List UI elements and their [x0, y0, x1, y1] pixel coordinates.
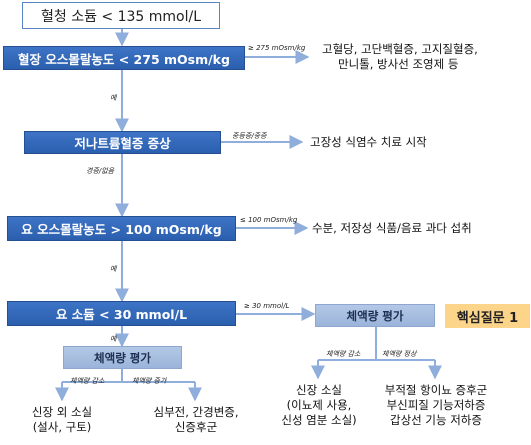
outcome-extrarenal-line-2: (설사, 구토): [32, 420, 92, 434]
outcome-excess-intake: 수분, 저장성 식품/음료 과다 섭취: [312, 221, 472, 235]
edge-label-osm-ge-275: ≥ 275 mOsm/kg: [248, 44, 306, 52]
outcome-renal-loss: 신장 소실 (이뇨제 사용, 신성 염분 소실): [268, 383, 370, 428]
outcome-edema-line-1: 심부전, 간경변증,: [153, 405, 239, 419]
node-urine-osmolality: 요 오스몰랄농도 > 100 mOsm/kg: [7, 216, 236, 241]
outcome-extrarenal-line-1: 신장 외 소실: [31, 405, 93, 419]
edge-label-na-ge-30: ≥ 30 mmol/L: [244, 302, 290, 310]
edge-label-volume-decrease-right: 체액량 감소: [326, 350, 361, 358]
outcome-siad-group: 부적절 항이뇨 증후군 부신피질 기능저하증 갑상선 기능 저하증: [376, 383, 496, 428]
outcome-hyperosmolar: 고혈당, 고단백혈증, 고지질혈증, 만니톨, 방사선 조영제 등: [322, 42, 522, 72]
node-symptoms: 저나트륨혈증 증상: [24, 131, 221, 154]
edge-label-volume-increase: 체액량 증가: [132, 377, 167, 385]
outcome-hyperosmolar-line-2: 만니톨, 방사선 조영제 등: [338, 57, 459, 71]
node-serum-sodium: 혈청 소듐 < 135 mmol/L: [22, 2, 220, 29]
outcome-renal-line-1: 신장 소실: [296, 383, 342, 397]
edge-label-osm-le-100: ≤ 100 mOsm/kg: [240, 216, 298, 224]
edge-label-volume-decrease-left: 체액량 감소: [70, 377, 105, 385]
node-volume-assessment-left: 체액량 평가: [63, 346, 182, 369]
edge-label-volume-normal: 체액량 정상: [382, 350, 417, 358]
node-plasma-osmolality: 혈장 오스몰랄농도 < 275 mOsm/kg: [3, 46, 245, 70]
outcome-siad-line-3: 갑상선 기능 저하증: [390, 413, 482, 427]
outcome-renal-line-2: (이뇨제 사용,: [286, 398, 352, 412]
outcome-siad-line-1: 부적절 항이뇨 증후군: [384, 383, 488, 397]
edge-label-yes-1: 예: [110, 94, 117, 102]
outcome-edema-states: 심부전, 간경변증, 신증후군: [134, 405, 258, 435]
outcome-edema-line-2: 신증후군: [174, 420, 218, 434]
outcome-hypertonic-saline: 고장성 식염수 치료 시작: [310, 135, 427, 149]
edge-label-yes-2: 예: [110, 265, 117, 273]
edge-label-mild-none: 경증/없음: [86, 167, 115, 175]
outcome-hyperosmolar-line-1: 고혈당, 고단백혈증, 고지질혈증,: [322, 42, 478, 56]
core-question-badge: 핵심질문 1: [445, 304, 530, 328]
edge-label-yes-3: 예: [110, 335, 117, 343]
outcome-extrarenal-loss: 신장 외 소실 (설사, 구토): [12, 405, 112, 435]
node-volume-assessment-right: 체액량 평가: [315, 304, 435, 327]
outcome-renal-line-3: 신성 염분 소실): [281, 413, 357, 427]
outcome-siad-line-2: 부신피질 기능저하증: [386, 398, 486, 412]
edge-label-moderate-severe: 중등증/중증: [232, 132, 267, 140]
node-urine-sodium: 요 소듐 < 30 mmol/L: [7, 301, 236, 326]
